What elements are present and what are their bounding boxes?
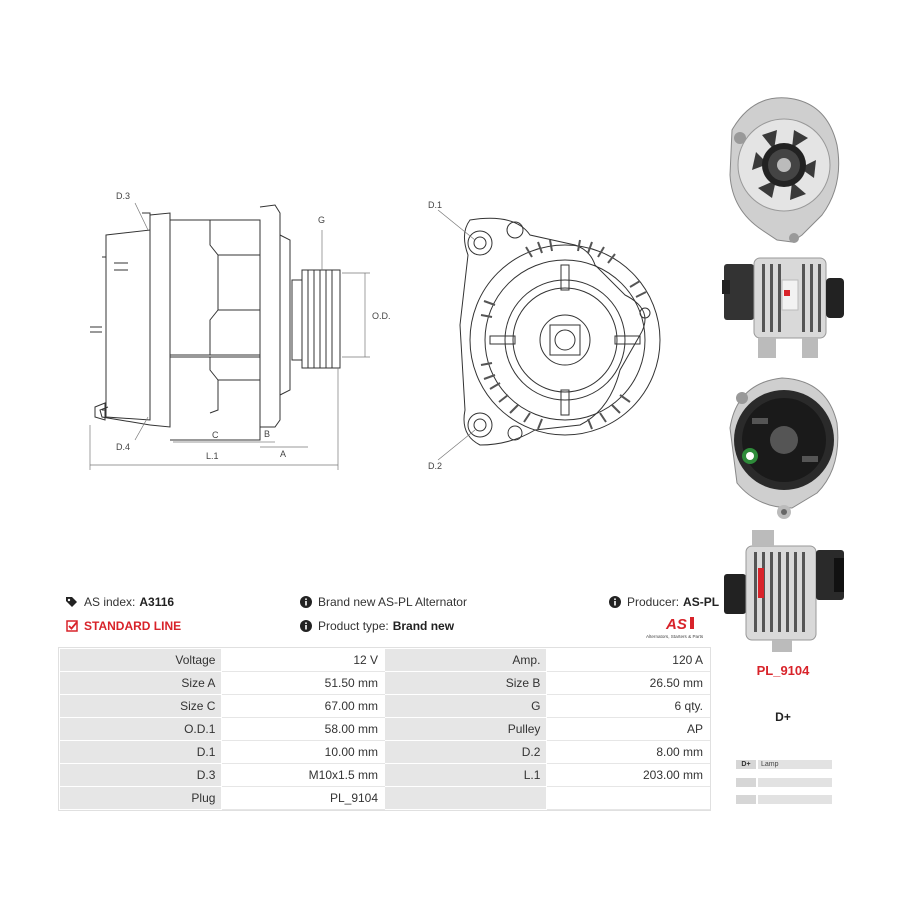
label-c: C <box>212 430 219 440</box>
product-type-label: Product type: <box>318 619 389 633</box>
spec-value: 120 A <box>546 648 710 672</box>
spec-value: M10x1.5 mm <box>221 763 386 787</box>
spec-value: PL_9104 <box>221 786 386 810</box>
pin-row <box>736 795 832 804</box>
producer: Producer: AS-PL <box>609 595 719 609</box>
spec-key: L.1 <box>384 763 548 787</box>
pin-description <box>758 795 832 804</box>
spec-value: AP <box>546 717 710 741</box>
standard-line: STANDARD LINE <box>66 619 181 633</box>
pin-row <box>736 778 832 787</box>
pin-label <box>736 778 756 787</box>
pin-row: D+ Lamp <box>736 760 832 769</box>
spec-key: Voltage <box>58 648 223 672</box>
brand-new-info: Brand new AS-PL Alternator <box>300 595 467 609</box>
label-b: B <box>264 429 270 439</box>
spec-value: 51.50 mm <box>221 671 386 695</box>
spec-key: D.2 <box>384 740 548 764</box>
label-d3: D.3 <box>116 191 130 201</box>
pin-description: Lamp <box>758 760 832 769</box>
spec-value: 67.00 mm <box>221 694 386 718</box>
pin-label <box>736 795 756 804</box>
product-photo-side <box>722 257 844 358</box>
producer-label: Producer: <box>627 595 680 609</box>
as-pl-logo: AS Alternators, Starters & Parts <box>646 614 712 640</box>
spec-value: 8.00 mm <box>546 740 710 764</box>
product-type: Product type: Brand new <box>300 619 454 633</box>
label-d1: D.1 <box>428 200 442 210</box>
spec-key: Plug <box>58 786 223 810</box>
as-index-value: A3116 <box>139 595 175 609</box>
producer-value: AS-PL <box>683 595 720 609</box>
spec-value: 58.00 mm <box>221 717 386 741</box>
brand-new-text: Brand new AS-PL Alternator <box>318 595 467 609</box>
spec-key: D.1 <box>58 740 223 764</box>
pin-label: D+ <box>736 760 756 769</box>
spec-key: Size A <box>58 671 223 695</box>
svg-text:Alternators, Starters & Parts: Alternators, Starters & Parts <box>646 634 704 639</box>
spec-value: 26.50 mm <box>546 671 710 695</box>
as-pl-logo-mark: AS Alternators, Starters & Parts <box>646 616 704 639</box>
spec-key: Size C <box>58 694 223 718</box>
spec-value: 6 qty. <box>546 694 710 718</box>
svg-text:AS: AS <box>665 616 687 633</box>
front-view-drawing: D.1 D.2 <box>428 200 661 471</box>
info-icon <box>609 596 621 608</box>
label-a: A <box>280 449 286 459</box>
label-d4: D.4 <box>116 442 130 452</box>
standard-line-label: STANDARD LINE <box>84 619 182 633</box>
spec-key: D.3 <box>58 763 223 787</box>
spec-value: 12 V <box>221 648 386 672</box>
spec-key: Size B <box>384 671 548 695</box>
label-l1: L.1 <box>206 451 219 461</box>
spec-value <box>546 786 710 810</box>
spec-key: O.D.1 <box>58 717 223 741</box>
label-od1: O.D.1 <box>372 311 390 321</box>
product-type-value: Brand new <box>392 619 455 633</box>
plug-title: PL_9104 <box>756 663 810 678</box>
plug-terminal: D+ <box>775 710 791 724</box>
side-view-drawing: D.3 D.4 G O.D.1 A B C L.1 <box>89 191 390 470</box>
product-photo-side-connector <box>724 530 844 652</box>
spec-key: Amp. <box>384 648 548 672</box>
as-index: AS index: A3116 <box>66 595 174 609</box>
spec-value: 203.00 mm <box>546 763 710 787</box>
spec-key: G <box>384 694 548 718</box>
checkbox-checked-icon <box>66 620 78 632</box>
as-index-label: AS index: <box>84 595 136 609</box>
product-photo-rear <box>729 377 839 519</box>
spec-key: Pulley <box>384 717 548 741</box>
spec-value: 10.00 mm <box>221 740 386 764</box>
tag-icon <box>66 597 77 607</box>
product-photo-pulley-end <box>729 97 840 243</box>
spec-key <box>384 786 548 810</box>
label-g: G <box>318 215 325 225</box>
label-d2: D.2 <box>428 461 442 471</box>
info-icon <box>300 620 312 632</box>
pin-description <box>758 778 832 787</box>
info-icon <box>300 596 312 608</box>
